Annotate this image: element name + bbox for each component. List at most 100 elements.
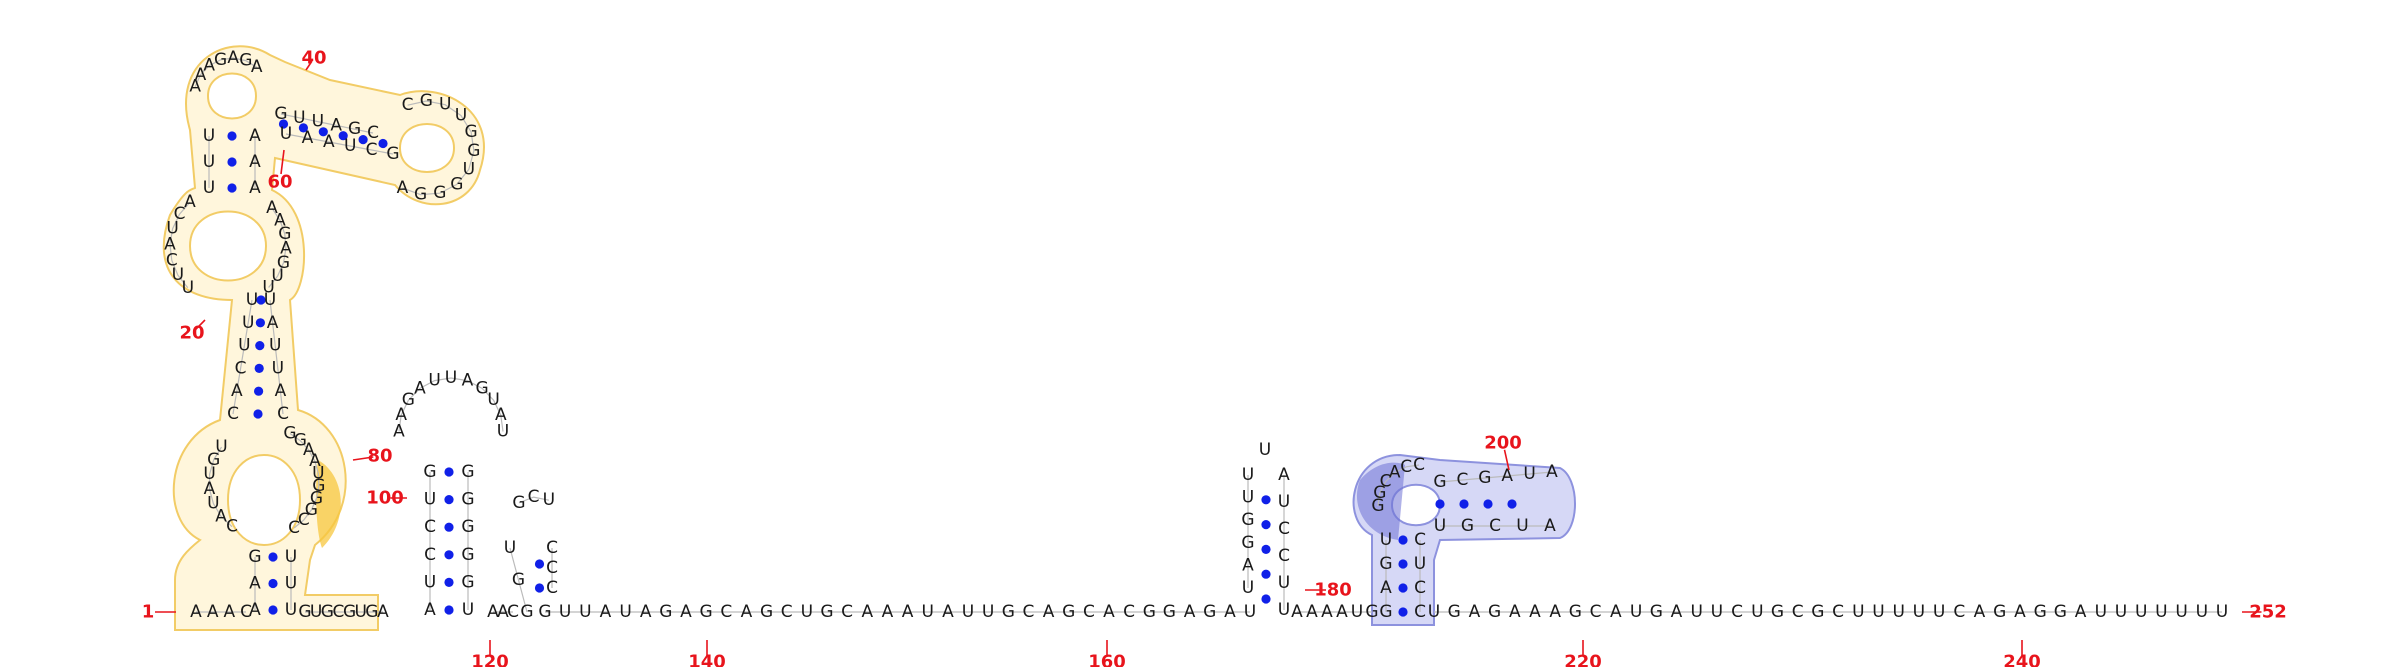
nucleotide-g: G bbox=[298, 602, 311, 622]
nucleotide-a: A bbox=[249, 152, 261, 172]
index-label-80: 80 bbox=[367, 446, 392, 467]
nucleotide-u: U bbox=[1380, 530, 1392, 550]
nucleotide-c: C bbox=[277, 404, 289, 424]
nucleotide-a: A bbox=[227, 48, 239, 68]
base-pair-dot bbox=[268, 552, 278, 562]
base-pair-dot bbox=[227, 183, 237, 193]
nucleotide-a: A bbox=[1509, 602, 1521, 622]
nucleotide-a: A bbox=[462, 371, 474, 391]
nucleotide-c: C bbox=[1832, 602, 1844, 622]
nucleotide-u: U bbox=[1414, 554, 1426, 574]
nucleotide-a: A bbox=[902, 602, 914, 622]
nucleotide-a: A bbox=[1306, 602, 1318, 622]
nucleotide-g: G bbox=[305, 500, 318, 520]
nucleotide-g: G bbox=[1365, 602, 1378, 622]
nucleotide-g: G bbox=[465, 122, 478, 142]
nucleotide-g: G bbox=[520, 602, 533, 622]
nucleotide-c: C bbox=[366, 140, 378, 160]
nucleotide-u: U bbox=[285, 600, 297, 620]
blue-domain-accent bbox=[1356, 462, 1405, 540]
nucleotide-a: A bbox=[207, 602, 219, 622]
nucleotide-u: U bbox=[166, 219, 178, 239]
index-tick bbox=[305, 60, 313, 71]
nucleotide-u: U bbox=[543, 490, 555, 510]
nucleotide-u: U bbox=[424, 572, 436, 592]
nucleotide-u: U bbox=[921, 602, 933, 622]
nucleotide-g: G bbox=[283, 424, 296, 444]
nucleotide-u: U bbox=[242, 313, 254, 333]
nucleotide-g: G bbox=[700, 602, 713, 622]
nucleotide-a: A bbox=[203, 56, 215, 76]
nucleotide-c: C bbox=[226, 517, 238, 537]
base-pair-dot bbox=[444, 495, 454, 505]
nucleotide-u: U bbox=[272, 358, 284, 378]
index-label-180: 180 bbox=[1314, 580, 1352, 601]
nucleotide-c: C bbox=[166, 250, 178, 270]
index-ticks bbox=[155, 60, 2262, 657]
nucleotide-c: C bbox=[528, 487, 540, 507]
nucleotide-c: C bbox=[1278, 519, 1290, 539]
nucleotide-g: G bbox=[1448, 602, 1461, 622]
nucleotide-u: U bbox=[2115, 602, 2127, 622]
nucleotide-u: U bbox=[1711, 602, 1723, 622]
nucleotide-u: U bbox=[559, 602, 571, 622]
nucleotide-g: G bbox=[467, 141, 480, 161]
index-label-120: 120 bbox=[471, 652, 509, 667]
nucleotide-c: C bbox=[1414, 530, 1426, 550]
nucleotide-g: G bbox=[1461, 516, 1474, 536]
base-pair-dot bbox=[378, 138, 388, 149]
nucleotide-c: C bbox=[1456, 470, 1468, 490]
nucleotide-g: G bbox=[1379, 602, 1392, 622]
nucleotide-a: A bbox=[1610, 602, 1622, 622]
nucleotide-c: C bbox=[1953, 602, 1965, 622]
nucleotide-a: A bbox=[195, 65, 207, 85]
index-label-240: 240 bbox=[2003, 652, 2041, 667]
nucleotide-u: U bbox=[2155, 602, 2167, 622]
nucleotide-a: A bbox=[1549, 602, 1561, 622]
nucleotide-a: A bbox=[741, 602, 753, 622]
nucleotide-c: C bbox=[720, 602, 732, 622]
nucleotide-c: C bbox=[1123, 602, 1135, 622]
index-label-1: 1 bbox=[142, 602, 155, 623]
nucleotide-g: G bbox=[214, 50, 227, 70]
nucleotide-u: U bbox=[285, 574, 297, 594]
nucleotide-a: A bbox=[1529, 602, 1541, 622]
nucleotide-c: C bbox=[1489, 516, 1501, 536]
nucleotide-a: A bbox=[223, 602, 235, 622]
nucleotide-a: A bbox=[303, 440, 315, 460]
nucleotide-g: G bbox=[1371, 496, 1384, 516]
base-pair-dot bbox=[444, 467, 454, 477]
index-label-200: 200 bbox=[1484, 433, 1522, 454]
nucleotide-g: G bbox=[207, 450, 220, 470]
base-pair-dot bbox=[1398, 607, 1408, 617]
base-pair-dot bbox=[444, 605, 454, 615]
nucleotide-g: G bbox=[348, 119, 361, 139]
nucleotide-a: A bbox=[323, 132, 335, 152]
nucleotide-a: A bbox=[1278, 465, 1290, 485]
nucleotide-a: A bbox=[1336, 602, 1348, 622]
nucleotide-u: U bbox=[280, 124, 292, 144]
nucleotide-a: A bbox=[274, 210, 286, 230]
base-pair-dot bbox=[318, 127, 328, 137]
nucleotide-u: U bbox=[1278, 492, 1290, 512]
nucleotide-u: U bbox=[455, 106, 467, 126]
nucleotide-g: G bbox=[512, 570, 525, 590]
nucleotide-u: U bbox=[2216, 602, 2228, 622]
nucleotide-u: U bbox=[504, 538, 516, 558]
nucleotide-a: A bbox=[275, 381, 287, 401]
nucleotide-g: G bbox=[538, 602, 551, 622]
nucleotide-g: G bbox=[386, 144, 399, 164]
nucleotide-g: G bbox=[461, 490, 474, 510]
base-pair-dot bbox=[1261, 569, 1271, 579]
nucleotide-a: A bbox=[1974, 602, 1986, 622]
nucleotide-c: C bbox=[1792, 602, 1804, 622]
base-pair-dot bbox=[268, 605, 278, 615]
base-pair-dot bbox=[358, 135, 368, 145]
nucleotide-u: U bbox=[1242, 465, 1254, 485]
nucleotide-u: U bbox=[445, 368, 457, 388]
nucleotide-u: U bbox=[215, 437, 227, 457]
nucleotide-g: G bbox=[433, 183, 446, 203]
nucleotide-g: G bbox=[1433, 472, 1446, 492]
index-label-252: 252 bbox=[2249, 602, 2287, 623]
